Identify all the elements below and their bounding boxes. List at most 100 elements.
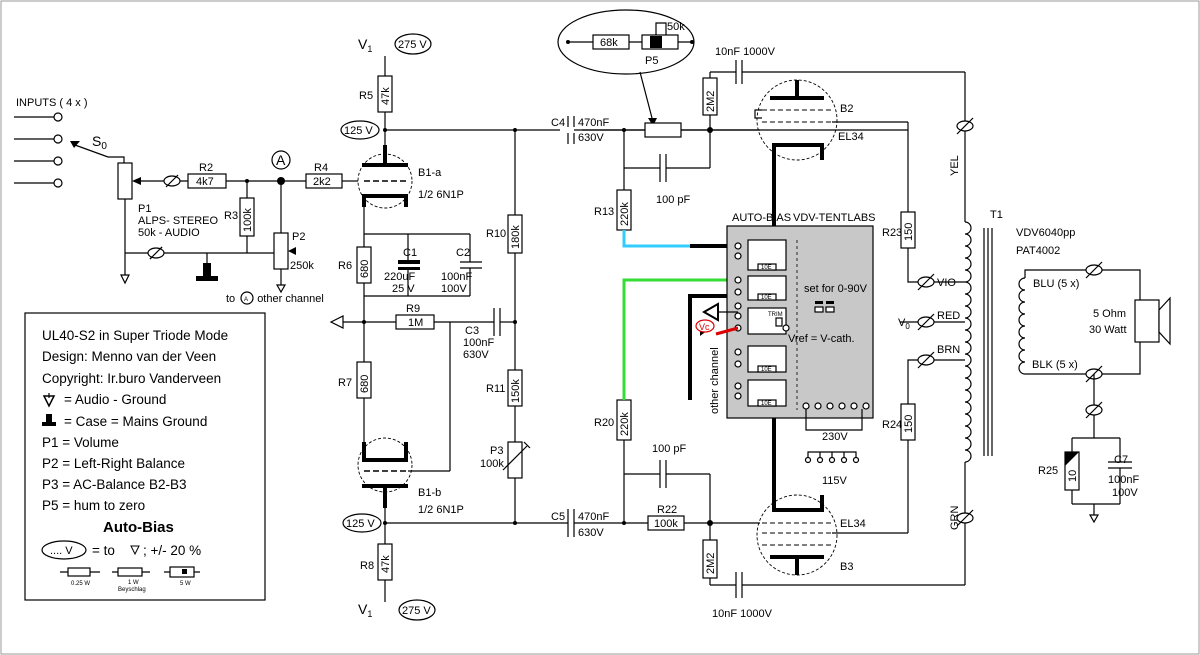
svg-text:100 pF: 100 pF [652,443,687,455]
input-jack-3 [53,156,63,166]
b3-name: B3 [840,561,853,573]
r10-name: R10 [486,228,506,240]
inputs-label: INPUTS ( 4 x ) [16,97,88,109]
svg-text:5 W: 5 W [180,581,191,587]
set-for-label: set for 0-90V [804,283,868,295]
r9-name: R9 [406,303,420,315]
svg-text:125 V: 125 V [344,125,373,137]
legend-line-8: P3 = AC-Balance B2-B3 [42,477,186,492]
c4-name: C4 [551,117,565,129]
v115-label: 115V [822,475,848,487]
svg-text:10E: 10E [761,265,772,271]
r25-name: R25 [1038,465,1058,477]
speaker-impedance: 5 Ohm [1093,308,1126,320]
p5-name: P5 [645,55,658,67]
speaker-cone [1158,296,1171,346]
svg-text:100V: 100V [441,283,467,295]
b3-type: EL34 [840,518,866,530]
svg-text:68k: 68k [600,37,618,49]
svg-text:.... V: .... V [50,545,73,557]
potentiometer-p5 [644,122,682,138]
b2-type: EL34 [838,131,864,143]
tube-b2 [756,79,838,161]
potentiometer-p3 [507,441,523,479]
svg-text:25 V: 25 V [392,283,415,295]
r13-name: R13 [594,206,614,218]
c5-name: C5 [551,511,565,523]
r2-value: 4k7 [196,176,214,188]
p1-desc-1: ALPS- STEREO [138,215,219,227]
speaker-body [1134,299,1160,343]
case-ground-p1 [203,263,211,276]
speaker-power: 30 Watt [1089,324,1127,336]
svg-text:630V: 630V [463,349,489,361]
c2-name: C2 [456,247,470,259]
t1-type-2: PAT4002 [1016,245,1060,257]
autobias-title-1: AUTO-BIAS [732,212,791,224]
v230-label: 230V [822,431,848,443]
svg-text:2M2: 2M2 [705,91,717,112]
r23-name: R23 [882,227,902,239]
r4-name: R4 [314,162,328,174]
green-bias-wire [622,278,738,400]
svg-text:150: 150 [903,223,915,241]
b1a-type: 1/2 6N1P [418,189,464,201]
input-jack-4 [53,178,63,188]
node-a-marker [271,150,291,170]
node-125v-bot [342,513,382,533]
svg-text:150: 150 [903,415,915,433]
r2-name: R2 [199,162,213,174]
svg-text:= to: = to [92,543,115,558]
svg-text:100V: 100V [1112,487,1138,499]
coupling-section: C4 470nF 630V 68k 50k P5 100 pF 220k R13 [551,9,965,620]
input-jack-2 [53,134,63,144]
b1b-type: 1/2 6N1P [418,504,464,516]
r20-name: R20 [594,417,614,429]
output-transformer: YEL GRN VIO V0 RED BRN T1 VDV6040pp PAT4… [898,72,1171,585]
potentiometer-p1 [117,162,133,200]
svg-text:TRIM: TRIM [768,312,783,318]
vref-label: Vref = V-cath. [788,333,855,345]
svg-text:1 W: 1 W [128,580,139,586]
r6-name: R6 [338,260,352,272]
r22-name: R22 [657,504,677,516]
legend-line-3: Copyright: Ir.buro Vanderveen [42,371,221,386]
t1-type-1: VDV6040pp [1016,227,1075,239]
r24-name: R24 [882,419,902,431]
wire-blu: BLU (5 x) [1033,278,1079,290]
input-section: INPUTS ( 4 x ) S0 P1 ALPS- STEREO 50k - … [14,97,358,305]
autobias-title-2: VDV-TENTLABS [793,212,876,224]
b1a-name: B1-a [418,167,442,179]
legend-line-5: = Case = Mains Ground [64,414,207,429]
legend-line-9: P5 = hum to zero [42,498,145,513]
svg-text:10: 10 [1067,470,1079,482]
svg-text:; +/- 20 %: ; +/- 20 % [143,543,201,558]
svg-text:100nF: 100nF [463,337,494,349]
wire-blk: BLK (5 x) [1032,359,1078,371]
legend-line-6: P1 = Volume [42,435,119,450]
svg-text:47k: 47k [380,555,392,573]
primary-winding [964,221,972,463]
svg-text:630V: 630V [578,132,604,144]
svg-text:2M2: 2M2 [705,553,717,574]
svg-text:100k: 100k [654,518,678,530]
c7-name: C7 [1114,454,1128,466]
b1-section: V1 275 V 47k R5 125 V B1-a 1/2 6N1P 680 … [329,33,908,621]
b1b-name: B1-b [418,487,441,499]
svg-text:100nF: 100nF [441,271,472,283]
r3-name: R3 [224,210,238,222]
vc-label: Vc [699,322,710,332]
svg-text:470nF: 470nF [578,117,609,129]
svg-text:10E: 10E [761,401,772,407]
svg-text:680: 680 [359,375,371,393]
legend-line-4: = Audio - Ground [64,392,166,407]
secondary-winding [1018,277,1026,375]
c1-name: C1 [403,247,417,259]
p2-name: P2 [292,231,305,243]
svg-text:275 V: 275 V [402,605,431,617]
wire-brn: BRN [937,344,960,356]
r7-name: R7 [338,377,352,389]
p1-name: P1 [138,203,151,215]
svg-text:220k: 220k [619,412,631,436]
wire-vio: VIO [937,277,956,289]
